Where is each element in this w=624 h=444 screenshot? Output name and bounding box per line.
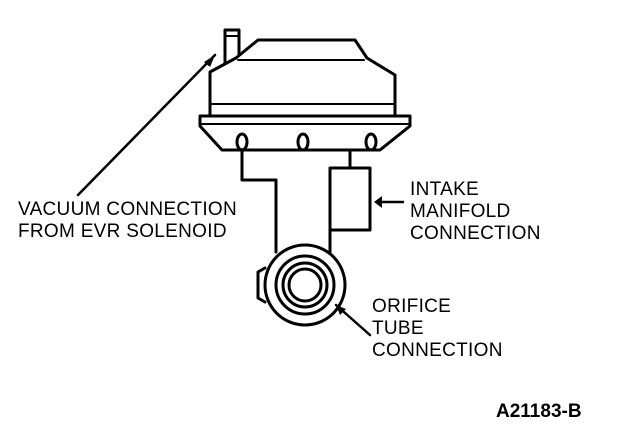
vacuum-leader-line: [76, 53, 217, 197]
vacuum-label-line-2: FROM EVR SOLENOID: [18, 221, 227, 242]
orifice-label-line-2: TUBE: [372, 318, 424, 339]
vacuum-label-line-1: VACUUM CONNECTION: [18, 199, 238, 220]
intake-label-line-1: INTAKE: [410, 179, 480, 200]
vacuum-connection-label: VACUUM CONNECTION FROM EVR SOLENOID: [18, 199, 237, 243]
orifice-arrow-head: [336, 305, 346, 315]
orifice-tube-port: [256, 243, 347, 327]
flange-hole: [296, 132, 310, 152]
valve-body: [240, 148, 352, 257]
flange-hole: [364, 132, 378, 152]
intake-label-line-2: MANIFOLD: [410, 201, 511, 222]
intake-manifold-port: [328, 166, 372, 232]
figure-id: A21183-B: [496, 401, 582, 422]
mounting-flange: [198, 114, 412, 152]
vacuum-arrow-head: [204, 55, 215, 67]
intake-arrow-head: [374, 196, 382, 208]
intake-label-line-3: CONNECTION: [410, 223, 541, 244]
orifice-tube-label: ORIFICE TUBE CONNECTION: [372, 296, 503, 362]
orifice-label-line-1: ORIFICE: [372, 296, 452, 317]
intake-manifold-label: INTAKE MANIFOLD CONNECTION: [410, 179, 541, 245]
orifice-label-line-3: CONNECTION: [372, 340, 503, 361]
